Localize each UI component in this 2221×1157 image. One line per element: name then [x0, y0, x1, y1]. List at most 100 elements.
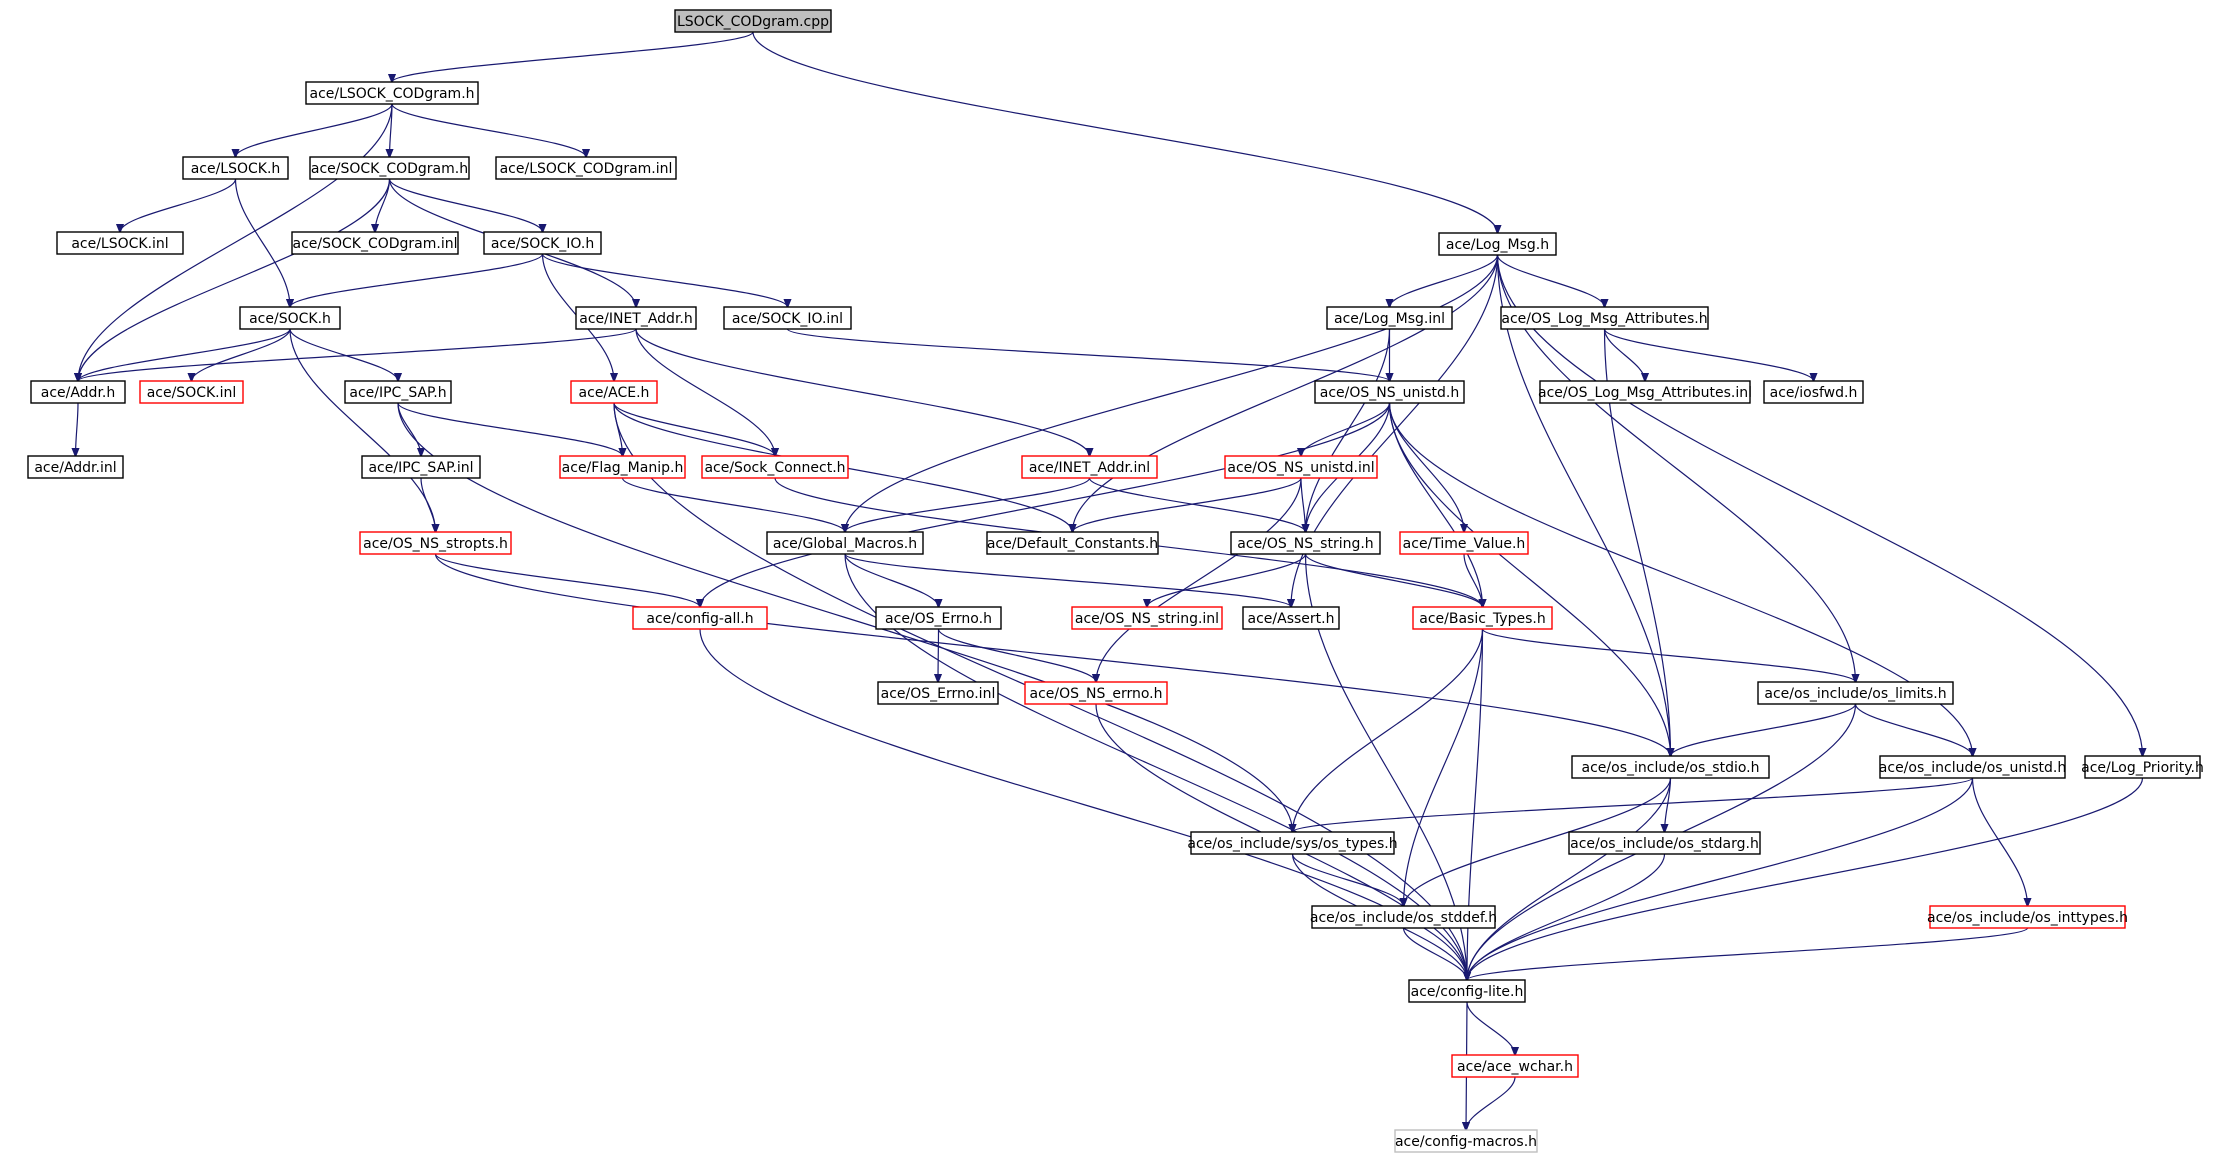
node-box[interactable]: [559, 455, 686, 479]
node-n7[interactable]: ace/SOCK_CODgram.inl: [291, 231, 459, 255]
node-n47[interactable]: ace/config-lite.h: [1408, 979, 1526, 1003]
node-n4[interactable]: ace/SOCK_CODgram.h: [309, 156, 470, 180]
node-box[interactable]: [30, 380, 126, 404]
node-box[interactable]: [1394, 1129, 1538, 1153]
node-box[interactable]: [1568, 831, 1761, 855]
node-n29[interactable]: ace/Default_Constants.h: [986, 531, 1159, 555]
node-n27[interactable]: ace/OS_NS_stropts.h: [359, 531, 512, 555]
node-n25[interactable]: ace/INET_Addr.inl: [1021, 455, 1158, 479]
node-box[interactable]: [1929, 905, 2126, 929]
node-box[interactable]: [1242, 606, 1340, 630]
node-box[interactable]: [1757, 681, 1954, 705]
node-box[interactable]: [239, 306, 341, 330]
node-n38[interactable]: ace/OS_NS_errno.h: [1024, 681, 1168, 705]
node-n31[interactable]: ace/Time_Value.h: [1399, 531, 1529, 555]
node-n44[interactable]: ace/os_include/os_stdarg.h: [1568, 831, 1761, 855]
node-n23[interactable]: ace/Flag_Manip.h: [559, 455, 686, 479]
node-n20[interactable]: ace/iosfwd.h: [1763, 380, 1864, 404]
node-n9[interactable]: ace/SOCK.h: [239, 306, 341, 330]
node-box[interactable]: [359, 531, 512, 555]
node-box[interactable]: [1311, 905, 1496, 929]
node-n16[interactable]: ace/IPC_SAP.h: [344, 380, 452, 404]
node-n49[interactable]: ace/config-macros.h: [1394, 1129, 1538, 1153]
node-box[interactable]: [483, 231, 602, 255]
node-n30[interactable]: ace/OS_NS_string.h: [1230, 531, 1381, 555]
node-box[interactable]: [674, 9, 832, 33]
node-box[interactable]: [1451, 1054, 1579, 1078]
node-box[interactable]: [701, 455, 849, 479]
node-n21[interactable]: ace/Addr.inl: [27, 455, 124, 479]
node-box[interactable]: [986, 531, 1159, 555]
node-box[interactable]: [495, 156, 677, 180]
node-box[interactable]: [1399, 531, 1529, 555]
node-box[interactable]: [309, 156, 470, 180]
node-n41[interactable]: ace/os_include/os_unistd.h: [1879, 755, 2066, 779]
node-box[interactable]: [1412, 606, 1553, 630]
node-box[interactable]: [1571, 755, 1770, 779]
node-n43[interactable]: ace/os_include/sys/os_types.h: [1187, 831, 1398, 855]
node-box[interactable]: [344, 380, 452, 404]
node-n17[interactable]: ace/ACE.h: [570, 380, 658, 404]
node-box[interactable]: [291, 231, 459, 255]
node-n6[interactable]: ace/LSOCK.inl: [56, 231, 184, 255]
node-box[interactable]: [2084, 755, 2201, 779]
node-box[interactable]: [139, 380, 244, 404]
node-n19[interactable]: ace/OS_Log_Msg_Attributes.inl: [1538, 380, 1752, 404]
node-box[interactable]: [875, 606, 1002, 630]
node-box[interactable]: [575, 306, 697, 330]
node-n11[interactable]: ace/SOCK_IO.inl: [723, 306, 852, 330]
node-n45[interactable]: ace/os_include/os_stddef.h: [1310, 905, 1497, 929]
node-n42[interactable]: ace/Log_Priority.h: [2081, 755, 2204, 779]
node-n48[interactable]: ace/ace_wchar.h: [1451, 1054, 1579, 1078]
node-n37[interactable]: ace/OS_Errno.inl: [877, 681, 999, 705]
node-box[interactable]: [1314, 380, 1465, 404]
node-n10[interactable]: ace/INET_Addr.h: [575, 306, 697, 330]
node-box[interactable]: [361, 455, 481, 479]
node-box[interactable]: [723, 306, 852, 330]
node-box[interactable]: [1763, 380, 1864, 404]
node-box[interactable]: [305, 81, 479, 105]
node-n12[interactable]: ace/Log_Msg.inl: [1326, 306, 1453, 330]
node-box[interactable]: [1021, 455, 1158, 479]
node-n39[interactable]: ace/os_include/os_limits.h: [1757, 681, 1954, 705]
node-box[interactable]: [1879, 755, 2066, 779]
node-box[interactable]: [27, 455, 124, 479]
node-box[interactable]: [1408, 979, 1526, 1003]
node-box[interactable]: [1071, 606, 1223, 630]
node-n35[interactable]: ace/Assert.h: [1242, 606, 1340, 630]
node-box[interactable]: [56, 231, 184, 255]
node-n5[interactable]: ace/LSOCK_CODgram.inl: [495, 156, 677, 180]
node-n8[interactable]: ace/SOCK_IO.h: [483, 231, 602, 255]
node-box[interactable]: [766, 531, 924, 555]
node-box[interactable]: [877, 681, 999, 705]
node-n33[interactable]: ace/OS_Errno.h: [875, 606, 1002, 630]
node-box[interactable]: [1326, 306, 1453, 330]
node-box[interactable]: [1024, 681, 1168, 705]
node-box[interactable]: [1539, 380, 1751, 404]
node-n15[interactable]: ace/SOCK.inl: [139, 380, 244, 404]
node-box[interactable]: [1500, 306, 1709, 330]
node-box[interactable]: [1224, 455, 1378, 479]
node-n34[interactable]: ace/OS_NS_string.inl: [1071, 606, 1223, 630]
node-n14[interactable]: ace/Addr.h: [30, 380, 126, 404]
node-n0[interactable]: LSOCK_CODgram.cpp: [674, 9, 832, 33]
node-n28[interactable]: ace/Global_Macros.h: [766, 531, 924, 555]
node-box[interactable]: [1190, 831, 1395, 855]
node-n32[interactable]: ace/config-all.h: [632, 606, 768, 630]
node-n36[interactable]: ace/Basic_Types.h: [1412, 606, 1553, 630]
node-n3[interactable]: ace/LSOCK.h: [182, 156, 289, 180]
node-n40[interactable]: ace/os_include/os_stdio.h: [1571, 755, 1770, 779]
node-n1[interactable]: ace/LSOCK_CODgram.h: [305, 81, 479, 105]
node-box[interactable]: [1230, 531, 1381, 555]
node-n13[interactable]: ace/OS_Log_Msg_Attributes.h: [1500, 306, 1709, 330]
node-n18[interactable]: ace/OS_NS_unistd.h: [1314, 380, 1465, 404]
node-box[interactable]: [1438, 232, 1557, 256]
node-n22[interactable]: ace/IPC_SAP.inl: [361, 455, 481, 479]
node-n46[interactable]: ace/os_include/os_inttypes.h: [1927, 905, 2128, 929]
node-n24[interactable]: ace/Sock_Connect.h: [701, 455, 849, 479]
node-n26[interactable]: ace/OS_NS_unistd.inl: [1224, 455, 1378, 479]
node-box[interactable]: [632, 606, 768, 630]
node-n2[interactable]: ace/Log_Msg.h: [1438, 232, 1557, 256]
node-box[interactable]: [182, 156, 289, 180]
node-box[interactable]: [570, 380, 658, 404]
